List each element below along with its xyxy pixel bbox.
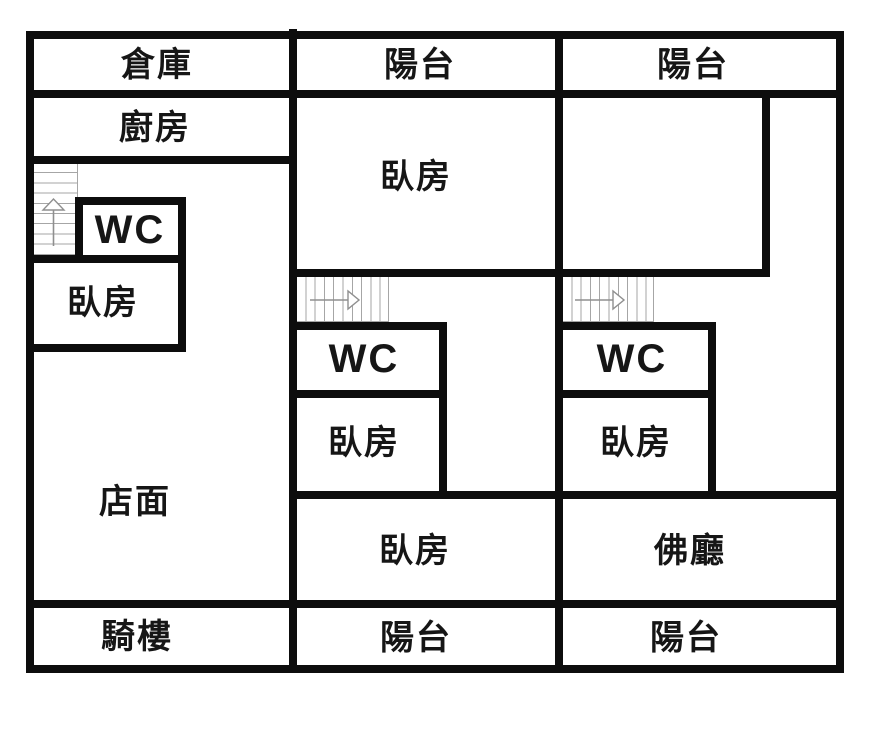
room-label-bedroom-middle: 臥房 [328, 424, 400, 462]
room-label-storage: 倉庫 [121, 46, 193, 84]
room-label-bedroom-bottom-middle: 臥房 [379, 532, 451, 570]
wall-unlabeled-room-right [762, 90, 770, 277]
bedroom-room-left [26, 255, 186, 352]
room-label-buddha-hall: 佛廳 [654, 532, 726, 570]
room-label-wc-left: WC [94, 208, 166, 252]
bedroom-room-middle [289, 390, 447, 499]
wall-below-top-band [26, 90, 844, 98]
wall-above-arcade-balcony-row [26, 600, 844, 608]
room-label-bedroom-left: 臥房 [67, 284, 139, 322]
room-label-wc-right: WC [596, 337, 668, 381]
room-label-arcade: 騎樓 [101, 618, 173, 656]
wall-outer-left [26, 31, 34, 673]
room-label-bedroom-right: 臥房 [600, 424, 672, 462]
room-label-bedroom-top-middle: 臥房 [380, 158, 452, 196]
room-label-balcony-bottom-right: 陽台 [650, 619, 722, 657]
room-label-balcony-top-middle: 陽台 [384, 46, 456, 84]
room-label-balcony-bottom-middle: 陽台 [380, 619, 452, 657]
room-label-balcony-top-right: 陽台 [657, 46, 729, 84]
room-label-storefront: 店面 [99, 483, 171, 521]
stairs-up-arrow-icon [41, 197, 66, 246]
stairs-right-arrow-icon-right [575, 289, 626, 311]
wall-outer-right [836, 31, 844, 673]
room-label-kitchen: 廚房 [119, 109, 191, 147]
bedroom-room-right [555, 390, 716, 499]
wall-below-kitchen [26, 156, 297, 164]
stairs-right-arrow-icon-middle [310, 289, 361, 311]
wall-outer-bottom [26, 665, 844, 673]
wall-outer-top [26, 31, 844, 39]
room-label-wc-middle: WC [328, 337, 400, 381]
wall-below-bedroom-top-middle [289, 269, 770, 277]
